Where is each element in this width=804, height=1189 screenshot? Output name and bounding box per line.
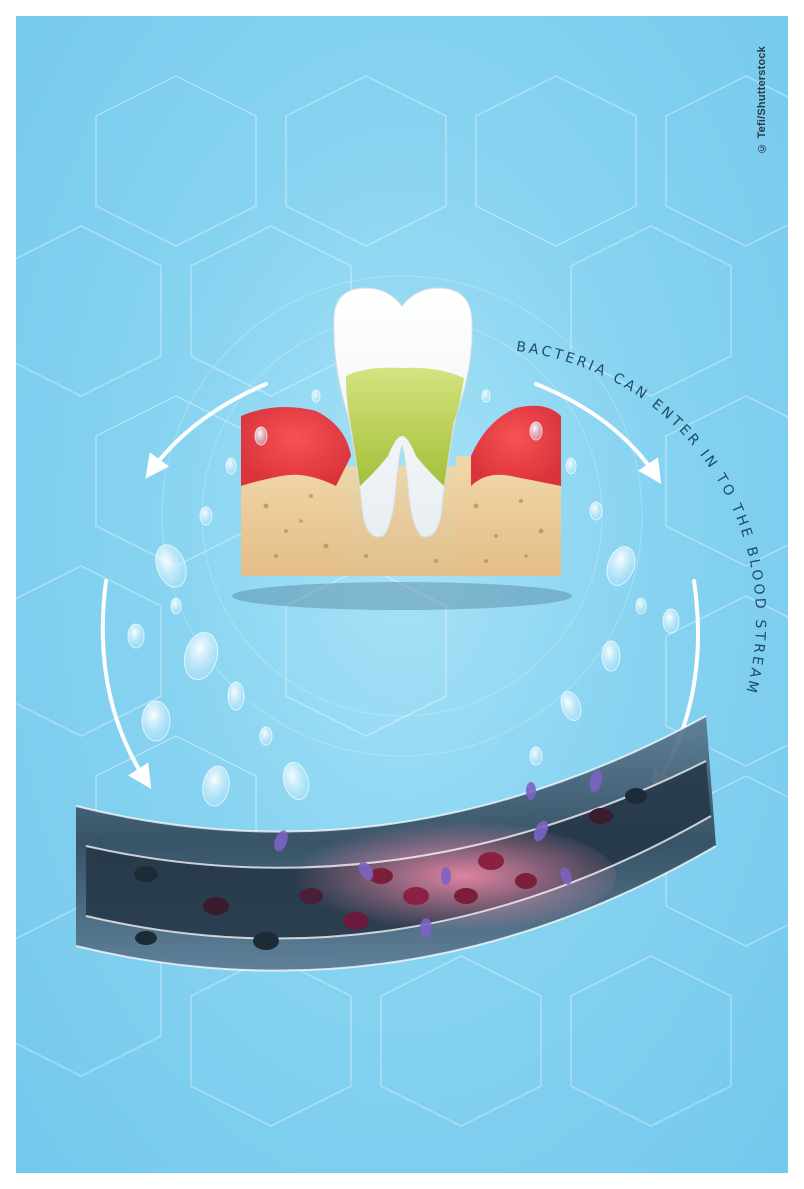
illustration-canvas: BACTERIA CAN ENTER IN TO THE BLOOD STREA… [16,16,788,1173]
left-gum-inflamed [241,407,351,486]
blood-vessel [76,716,716,971]
tooth-illustration [232,288,572,610]
bone-shadow [232,582,572,610]
arrow-bottom-left-icon [103,581,146,781]
bone-block [241,466,561,576]
photo-credit: © Tefi/Shutterstock [756,46,768,154]
illustration-frame: BACTERIA CAN ENTER IN TO THE BLOOD STREA… [16,16,788,1173]
right-gum-inflamed [471,406,561,486]
